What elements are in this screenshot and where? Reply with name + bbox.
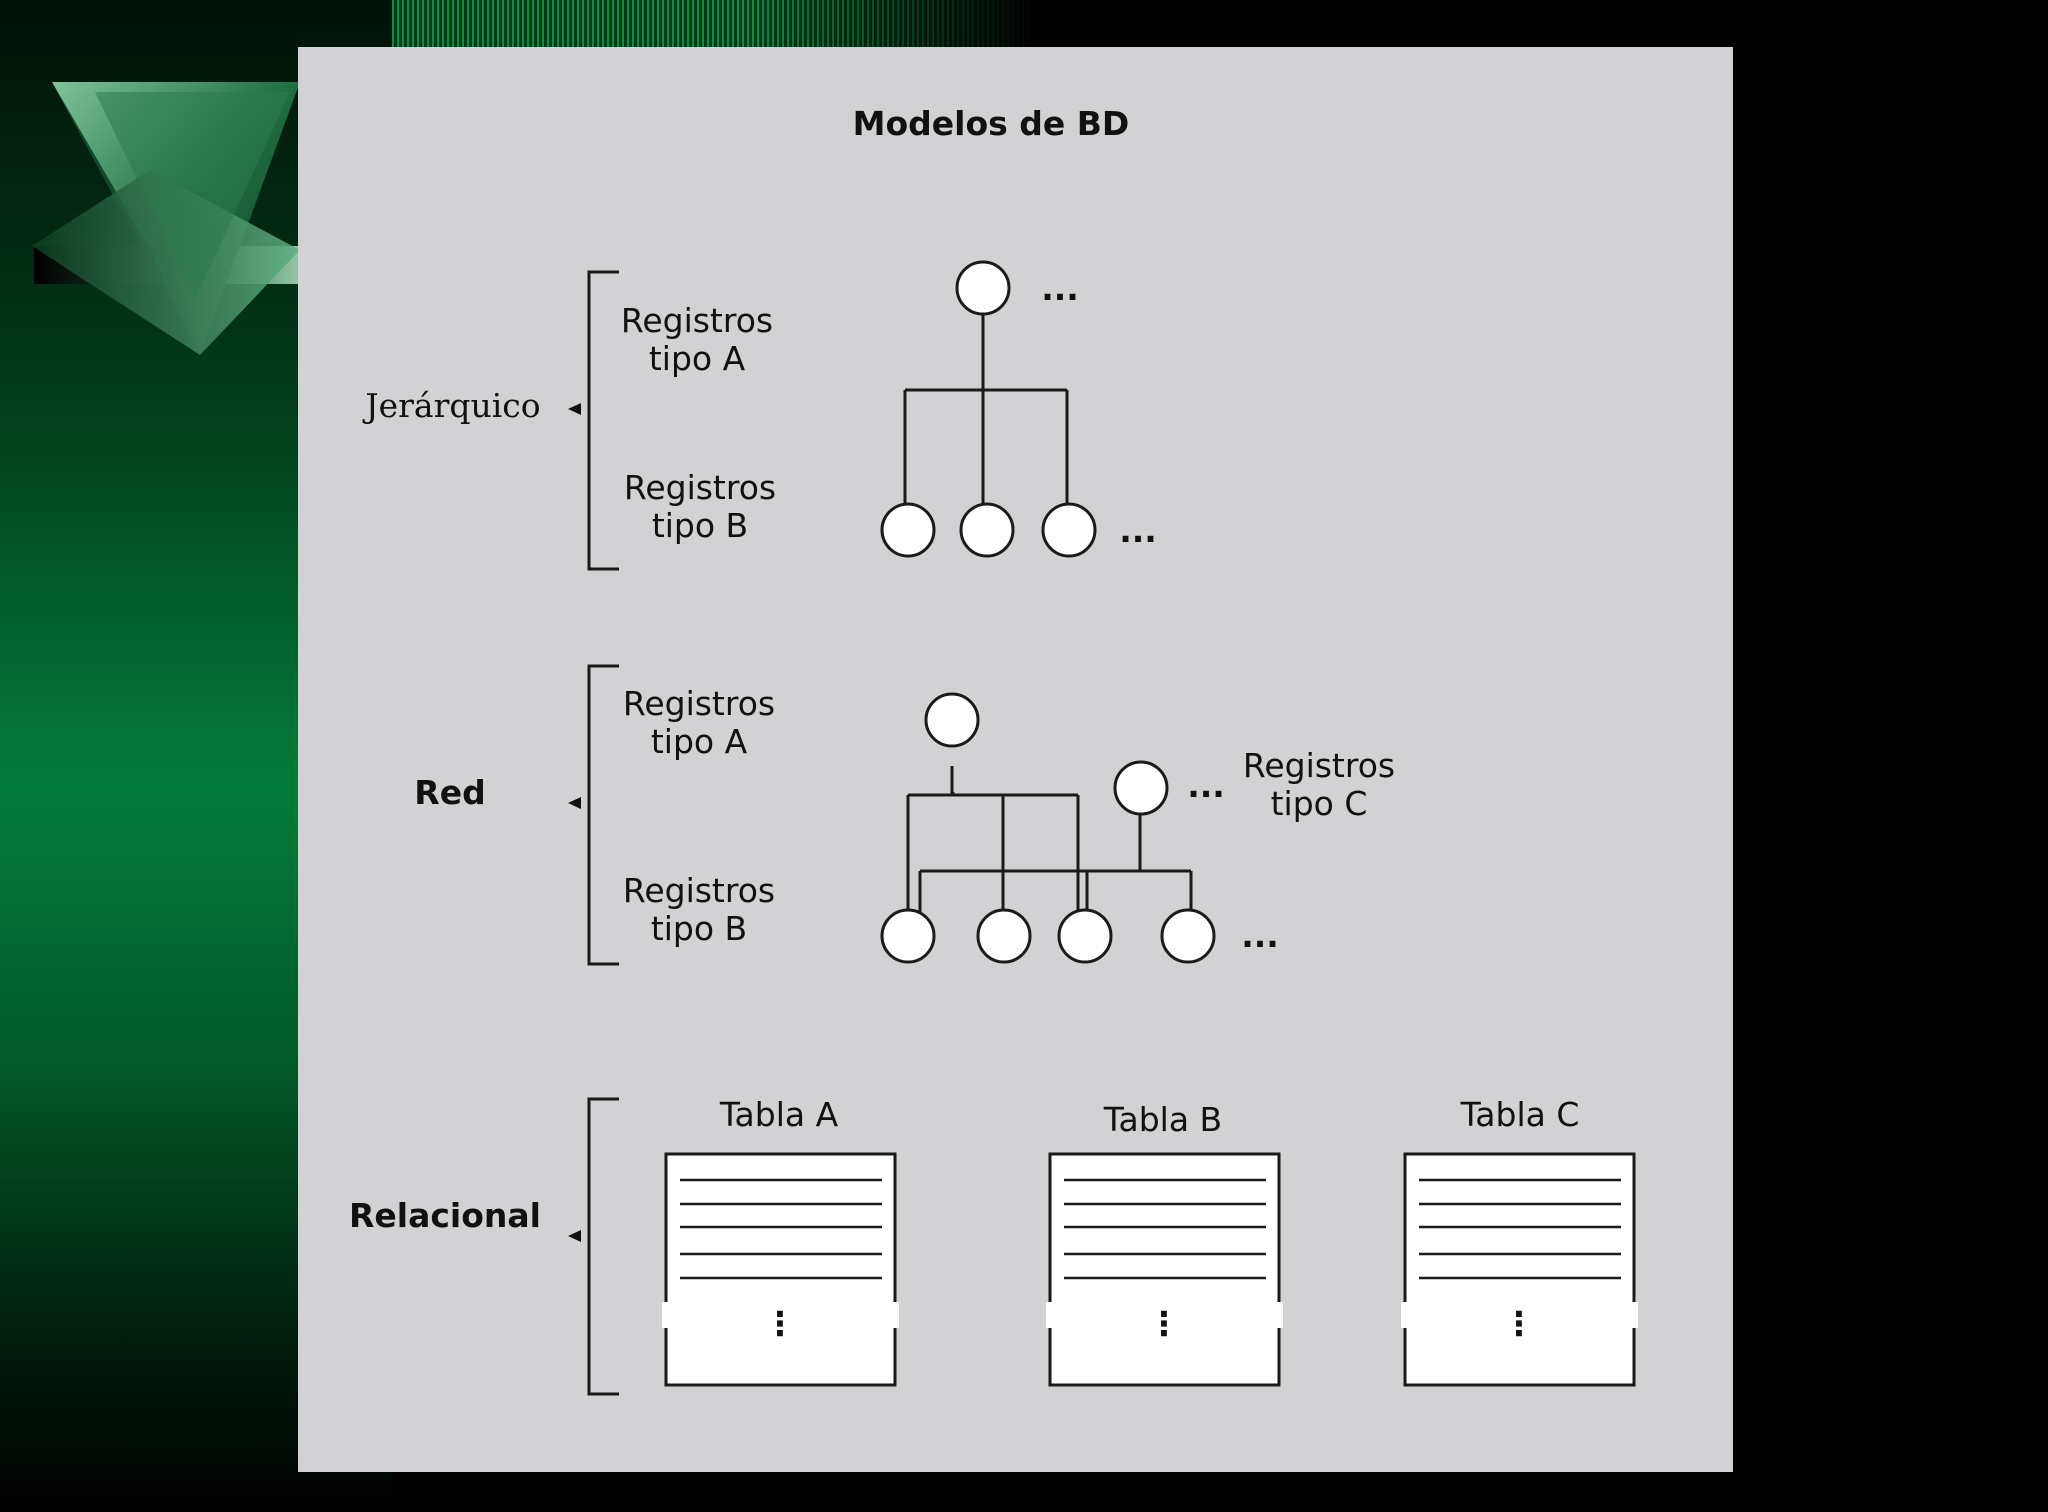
red-arrow bbox=[568, 797, 581, 809]
table-b: Tabla B ⋮ bbox=[1046, 1100, 1283, 1387]
red-type-b-line2: tipo B bbox=[651, 909, 747, 948]
tree-child-node bbox=[880, 502, 936, 558]
tree-root-node bbox=[955, 260, 1011, 316]
network-type-a-node bbox=[924, 692, 980, 748]
red-ellipsis-c: ... bbox=[1187, 766, 1225, 805]
relacional-label: Relacional bbox=[349, 1196, 541, 1235]
background-top-stripes bbox=[392, 0, 1042, 48]
jerarquico-bracket bbox=[587, 270, 619, 571]
hierarchical-tree bbox=[880, 260, 1097, 558]
table-a-more-rows: ⋮ bbox=[764, 1304, 797, 1343]
jerarquico-type-a-line1: Registros bbox=[621, 301, 773, 340]
red-type-a-line2: tipo A bbox=[651, 722, 748, 761]
diagram-panel: Modelos de BD Jerárquico Registros tipo … bbox=[298, 47, 1733, 1472]
red-type-c-line1: Registros bbox=[1243, 746, 1395, 785]
table-c-name: Tabla C bbox=[1460, 1095, 1580, 1134]
triangle-logo-icon bbox=[32, 82, 300, 355]
table-c-more-rows: ⋮ bbox=[1503, 1304, 1536, 1343]
red-type-a-line1: Registros bbox=[623, 684, 775, 723]
jerarquico-type-b-line2: tipo B bbox=[652, 506, 748, 545]
relacional-arrow bbox=[568, 1230, 581, 1242]
jerarquico-type-b-line1: Registros bbox=[624, 468, 776, 507]
red-type-b-line1: Registros bbox=[623, 871, 775, 910]
red-type-c-line2: tipo C bbox=[1271, 784, 1368, 823]
network-type-b-node bbox=[976, 908, 1032, 964]
jerarquico-label: Jerárquico bbox=[362, 386, 540, 425]
network-type-b-node bbox=[1160, 908, 1216, 964]
jerarquico-ellipsis-top: ... bbox=[1041, 269, 1079, 308]
red-bracket bbox=[587, 664, 619, 966]
background-bottom-strip bbox=[392, 1470, 1732, 1512]
red-label: Red bbox=[414, 773, 485, 812]
network-type-b-node bbox=[1057, 908, 1113, 964]
network-type-b-node bbox=[880, 908, 936, 964]
table-b-more-rows: ⋮ bbox=[1148, 1304, 1181, 1343]
jerarquico-type-a-line2: tipo A bbox=[649, 339, 746, 378]
tree-child-node bbox=[959, 502, 1015, 558]
table-c: Tabla C ⋮ bbox=[1401, 1095, 1638, 1387]
table-b-name: Tabla B bbox=[1103, 1100, 1222, 1139]
jerarquico-ellipsis-bottom: ... bbox=[1119, 511, 1157, 550]
network-graph bbox=[880, 692, 1216, 964]
relacional-bracket bbox=[587, 1097, 619, 1396]
jerarquico-arrow bbox=[568, 403, 581, 415]
database-models-diagram: Modelos de BD Jerárquico Registros tipo … bbox=[349, 104, 1638, 1396]
table-a-name: Tabla A bbox=[719, 1095, 839, 1134]
diagram-title: Modelos de BD bbox=[853, 104, 1130, 143]
table-a: Tabla A ⋮ bbox=[662, 1095, 899, 1387]
network-type-c-node bbox=[1113, 760, 1169, 816]
tree-child-node bbox=[1041, 502, 1097, 558]
red-ellipsis-bottom: ... bbox=[1241, 916, 1279, 955]
